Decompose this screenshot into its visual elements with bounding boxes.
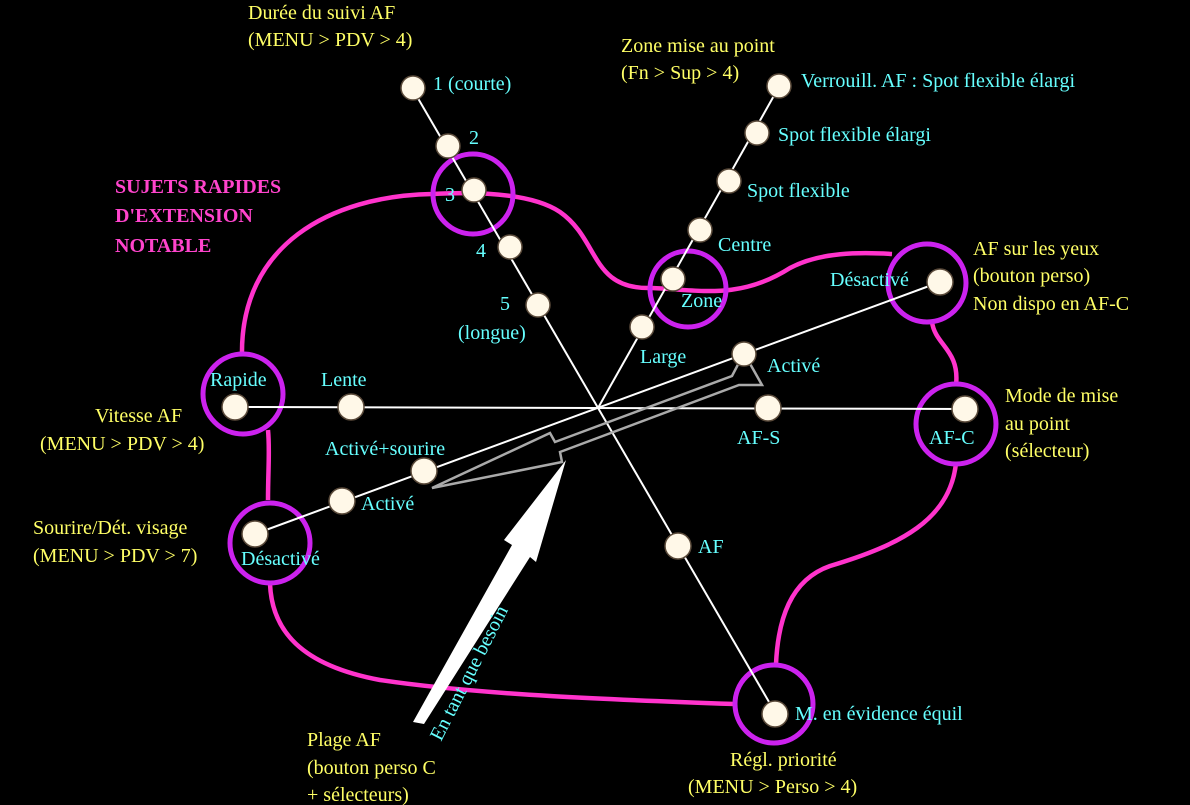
af-tracking-option-1: 1 (courte) [433,73,511,95]
eye-af-option-off: Désactivé [830,269,909,291]
fast-subjects-label-1: SUJETS RAPIDES [115,176,281,198]
focus-mode-title-1: Mode de mise [1005,385,1118,407]
node-af-tracking-3[interactable] [461,177,487,203]
af-tracking-title-1: Durée du suivi AF [248,2,395,24]
node-af-speed-slow[interactable] [337,393,365,421]
node-smile-on-smile[interactable] [410,457,438,485]
eye-af-option-on: Activé [767,355,820,377]
ring-priority-setting [732,662,816,746]
af-tracking-option-5: 5 [500,293,510,315]
ring-eye-af-off [885,241,969,325]
node-focus-mode-afs[interactable] [754,394,782,422]
ring-af-tracking-3 [430,151,516,237]
eye-af-title-3: Non dispo en AF-C [973,293,1129,315]
af-speed-option-slow: Lente [321,369,367,391]
focus-mode-option-afs: AF-S [737,427,780,449]
focus-mode-title-3: (sélecteur) [1005,440,1089,462]
af-tracking-option-5-sub: (longue) [458,322,526,344]
ring-smile-off [227,500,313,586]
smile-option-on: Activé [361,493,414,515]
smile-option-off: Désactivé [241,548,320,570]
node-focus-area-zone[interactable] [660,266,686,292]
af-speed-title-1: Vitesse AF [95,405,182,427]
focus-area-title-2: (Fn > Sup > 4) [621,62,739,84]
af-range-title-1: Plage AF [307,729,381,751]
node-eye-af-off[interactable] [926,268,954,296]
node-af-tracking-1[interactable] [400,75,426,101]
node-smile-on[interactable] [328,487,356,515]
eye-af-title-2: (bouton perso) [973,265,1090,287]
af-speed-title-2: (MENU > PDV > 4) [40,433,204,455]
node-focus-area-centre[interactable] [687,217,713,243]
smile-title-1: Sourire/Dét. visage [33,517,188,539]
node-focus-mode-afc[interactable] [951,395,979,423]
focus-area-option-centre: Centre [718,234,771,256]
priority-title-2: (MENU > Perso > 4) [688,776,857,798]
focus-area-option-zone: Zone [681,290,722,312]
node-af-tracking-5[interactable] [525,292,551,318]
node-focus-area-spot-wide[interactable] [744,120,770,146]
ring-af-speed-fast [200,351,286,437]
node-focus-area-lock-spot-wide[interactable] [766,73,792,99]
focus-area-title-1: Zone mise au point [621,35,775,57]
node-priority-af[interactable] [664,532,692,560]
af-tracking-option-2: 2 [469,127,479,149]
node-focus-area-wide[interactable] [629,314,655,340]
node-priority-balanced[interactable] [761,700,789,728]
fast-subjects-label-2: D'EXTENSION [115,205,253,227]
node-af-speed-fast[interactable] [221,393,249,421]
priority-option-af: AF [698,536,724,558]
fast-subjects-label-3: NOTABLE [115,235,211,257]
af-range-arrow [413,460,566,724]
node-eye-af-on[interactable] [731,341,757,367]
smile-option-on-smile: Activé+sourire [325,438,445,460]
linked-setting-arrow [431,350,765,490]
af-tracking-option-3: 3 [445,184,455,206]
focus-mode-option-afc: AF-C [929,427,975,449]
af-speed-option-fast: Rapide [210,369,267,391]
priority-title-1: Régl. priorité [730,749,837,771]
node-smile-off[interactable] [241,520,269,548]
axis-eye-smile [254,281,941,535]
focus-area-option-spot-wide: Spot flexible élargi [778,124,931,146]
focus-mode-title-2: au point [1005,413,1070,435]
ring-focus-mode-afc [913,381,999,467]
node-af-tracking-4[interactable] [497,234,523,260]
focus-area-option-lock: Verrouill. AF : Spot flexible élargi [801,70,1075,92]
af-tracking-option-4: 4 [476,240,486,262]
eye-af-title-1: AF sur les yeux [973,238,1099,260]
af-tracking-title-2: (MENU > PDV > 4) [248,29,412,51]
ring-focus-area-zone [647,248,729,330]
focus-area-option-wide: Large [640,346,686,368]
af-range-title-3: + sélecteurs) [307,784,409,805]
node-focus-area-spot[interactable] [716,168,742,194]
fast-subjects-zone-outline [239,190,959,707]
af-range-title-2: (bouton perso C [307,757,436,779]
node-af-tracking-2[interactable] [435,133,461,159]
smile-title-2: (MENU > PDV > 7) [33,545,197,567]
focus-area-option-spot: Spot flexible [747,180,850,202]
priority-option-balanced: M. en évidence équil [795,703,963,725]
